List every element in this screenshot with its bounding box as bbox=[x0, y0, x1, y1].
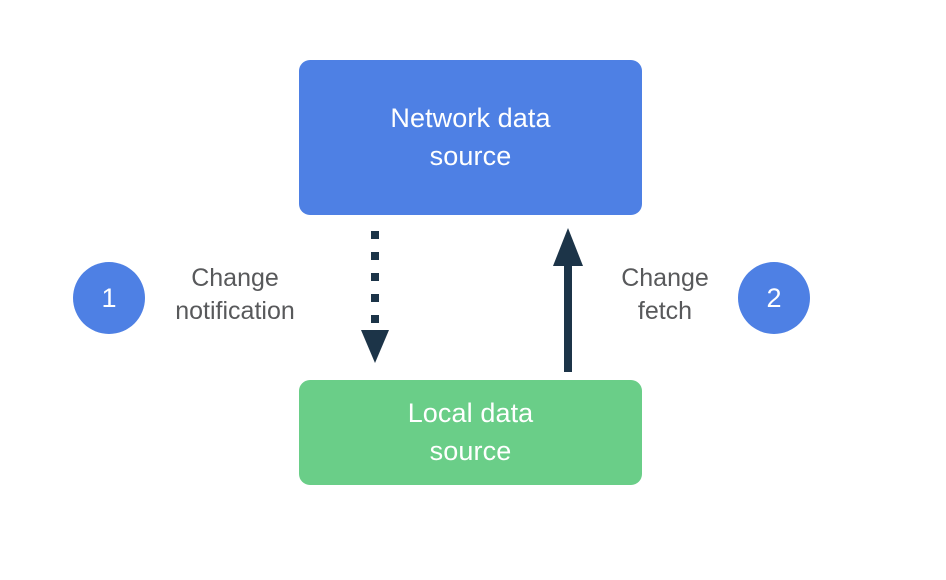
node-local-data-source-label: Local data source bbox=[407, 398, 534, 466]
step-caption-change-notification: Change notification bbox=[175, 264, 295, 325]
step-badge-1[interactable]: 1 bbox=[73, 262, 145, 334]
change-notification-arrow-icon bbox=[352, 222, 398, 368]
step-badge-2[interactable]: 2 bbox=[738, 262, 810, 334]
node-network-data-source[interactable]: Network data source bbox=[299, 60, 642, 215]
step-badge-1-number: 1 bbox=[101, 282, 117, 313]
step-caption-change-fetch: Change fetch bbox=[621, 264, 709, 325]
node-local-data-source[interactable]: Local data source bbox=[299, 380, 642, 485]
step-badge-2-number: 2 bbox=[766, 282, 782, 313]
change-fetch-arrow-icon bbox=[545, 222, 591, 374]
node-network-data-source-label: Network data source bbox=[390, 103, 551, 171]
